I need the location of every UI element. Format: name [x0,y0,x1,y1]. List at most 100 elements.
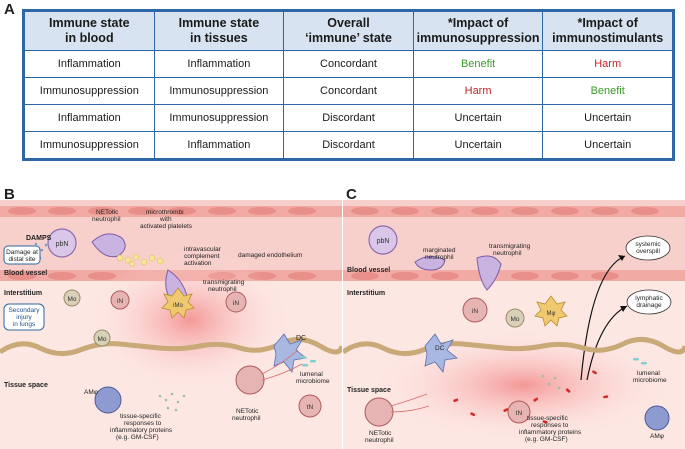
tissue-responses-label-4: (e.g. GM-CSF) [525,436,568,443]
transmigrating-label-1: transmigrating [489,243,531,250]
table-cell-impact: Benefit [412,50,544,78]
mo-2-label: Mo [97,336,106,343]
tissue-responses-label-4: (e.g. GM-CSF) [116,434,159,441]
panel-c-illustration: pbN marginated neutrophil transmigrating… [343,200,685,449]
transmigrating-label-1: transmigrating [203,279,245,286]
transmigrating-label-2: neutrophil [493,250,522,257]
netotic-bottom-label-1: NETotic [236,408,259,415]
tissue-responses-label-1: tissue-specific [120,413,162,420]
tn-cell [298,394,322,418]
in-cell-2 [225,291,247,313]
tissue-responses-label-2: responses to [531,422,569,429]
netotic-top-label-2: neutrophil [92,216,121,223]
activated-platelets [116,253,164,267]
microthrombi-label-2: with [159,216,172,223]
panel-letter-c: C [346,186,357,203]
net-strands [390,393,430,413]
microthrombi-label-1: microthrombi [146,209,184,216]
damage-site-callout [3,245,41,265]
table-cell-impact: Uncertain [542,104,673,132]
mo-cell-1 [63,289,81,307]
table-cell: Discordant [283,131,414,159]
netotic-top-label-1: NETotic [96,209,119,216]
intravascular-label-2: complement [184,253,220,260]
pbn-label: pbN [56,241,69,248]
damage-label-2: distal site [8,256,35,263]
am-label: AMφ [650,433,664,440]
tn-label: tN [516,410,523,417]
imo-label: iMo [173,303,183,309]
systemic-overspill-bubble [625,235,671,261]
table-cell-impact: Uncertain [412,104,544,132]
imo-cell [161,287,195,319]
netotic-label-1: NETotic [369,430,392,437]
tissue-responses-label-2: responses to [124,420,162,427]
interstitium-label: Interstitium [347,290,385,297]
am-cell [94,386,122,414]
table-cell: Inflammation [153,131,285,159]
damaged-endothelium-label: damaged endothelium [238,252,302,259]
damps-label: DAMPS [26,235,52,242]
tissue-responses-label-3: inflammatory proteins [519,429,582,436]
table-cell-impact: Harm [412,77,544,105]
lymphatic-arrow-head [620,306,627,312]
luminal-label-1: lumenal [637,370,660,377]
in-cell-1 [110,290,130,310]
blood-vessel-label: Blood vessel [4,270,47,277]
intravascular-label-1: intravascular [184,246,222,253]
luminal-microbes [300,356,316,367]
systemic-arrow-head [618,255,625,261]
in-2-label: iN [233,300,239,307]
table-cell: Immunosuppression [153,104,285,132]
netotic-bottom-label-2: neutrophil [232,415,261,422]
mo-1-label: Mo [67,296,76,303]
table-cell: Discordant [283,104,414,132]
header-overall-state: Overall‘immune’ state [283,11,414,51]
intravascular-label-3: activation [184,260,212,267]
secondary-label-3: in lungs [13,321,36,328]
luminal-label-2: microbiome [296,378,330,385]
alveolar-epithelium [343,337,685,356]
panel-letter-a: A [4,1,15,18]
inflammation-glow [90,250,290,390]
marginated-neutrophil [414,256,446,271]
net-strands [261,349,303,381]
table-cell: Immunosuppression [153,77,285,105]
blood-vessel-label: Blood vessel [347,267,390,274]
table-cell-impact: Uncertain [412,131,544,159]
table-cell-impact: Uncertain [542,131,673,159]
mo-cell-2 [93,329,111,347]
damage-label-1: Damage at [6,249,38,256]
interstitium-label: Interstitium [4,290,42,297]
transmigrating-neutrophil [476,255,502,291]
transmigrating-label-2: neutrophil [208,286,237,293]
table-cell: Concordant [283,50,414,78]
dc-label: DC [296,335,306,342]
lymphatic-arrow [586,305,628,381]
luminal-microbes [633,358,647,365]
lymphatic-label-2: drainage [636,302,662,309]
gm-csf-particles [541,374,561,390]
tissue-responses-label-1: tissue-specific [527,415,569,422]
pbn-cell [368,225,398,255]
panel-letter-b: B [4,186,15,203]
in-cell [462,297,488,323]
table-cell-impact: Benefit [542,77,673,105]
netotic-neutrophil-top [91,233,126,258]
secondary-label-1: Secondary [8,307,40,314]
table-cell: Immunosuppression [24,131,155,159]
macrophage-cell [534,295,568,327]
lymphatic-label-1: lymphatic [635,295,663,302]
in-label: iN [472,308,478,315]
mo-cell [505,308,525,328]
marginated-label-2: neutrophil [425,254,454,261]
marginated-label-1: marginated [423,247,456,254]
systemic-arrow [580,255,626,381]
table-cell: Immunosuppression [24,77,155,105]
lymphatic-drainage-bubble [626,289,672,315]
